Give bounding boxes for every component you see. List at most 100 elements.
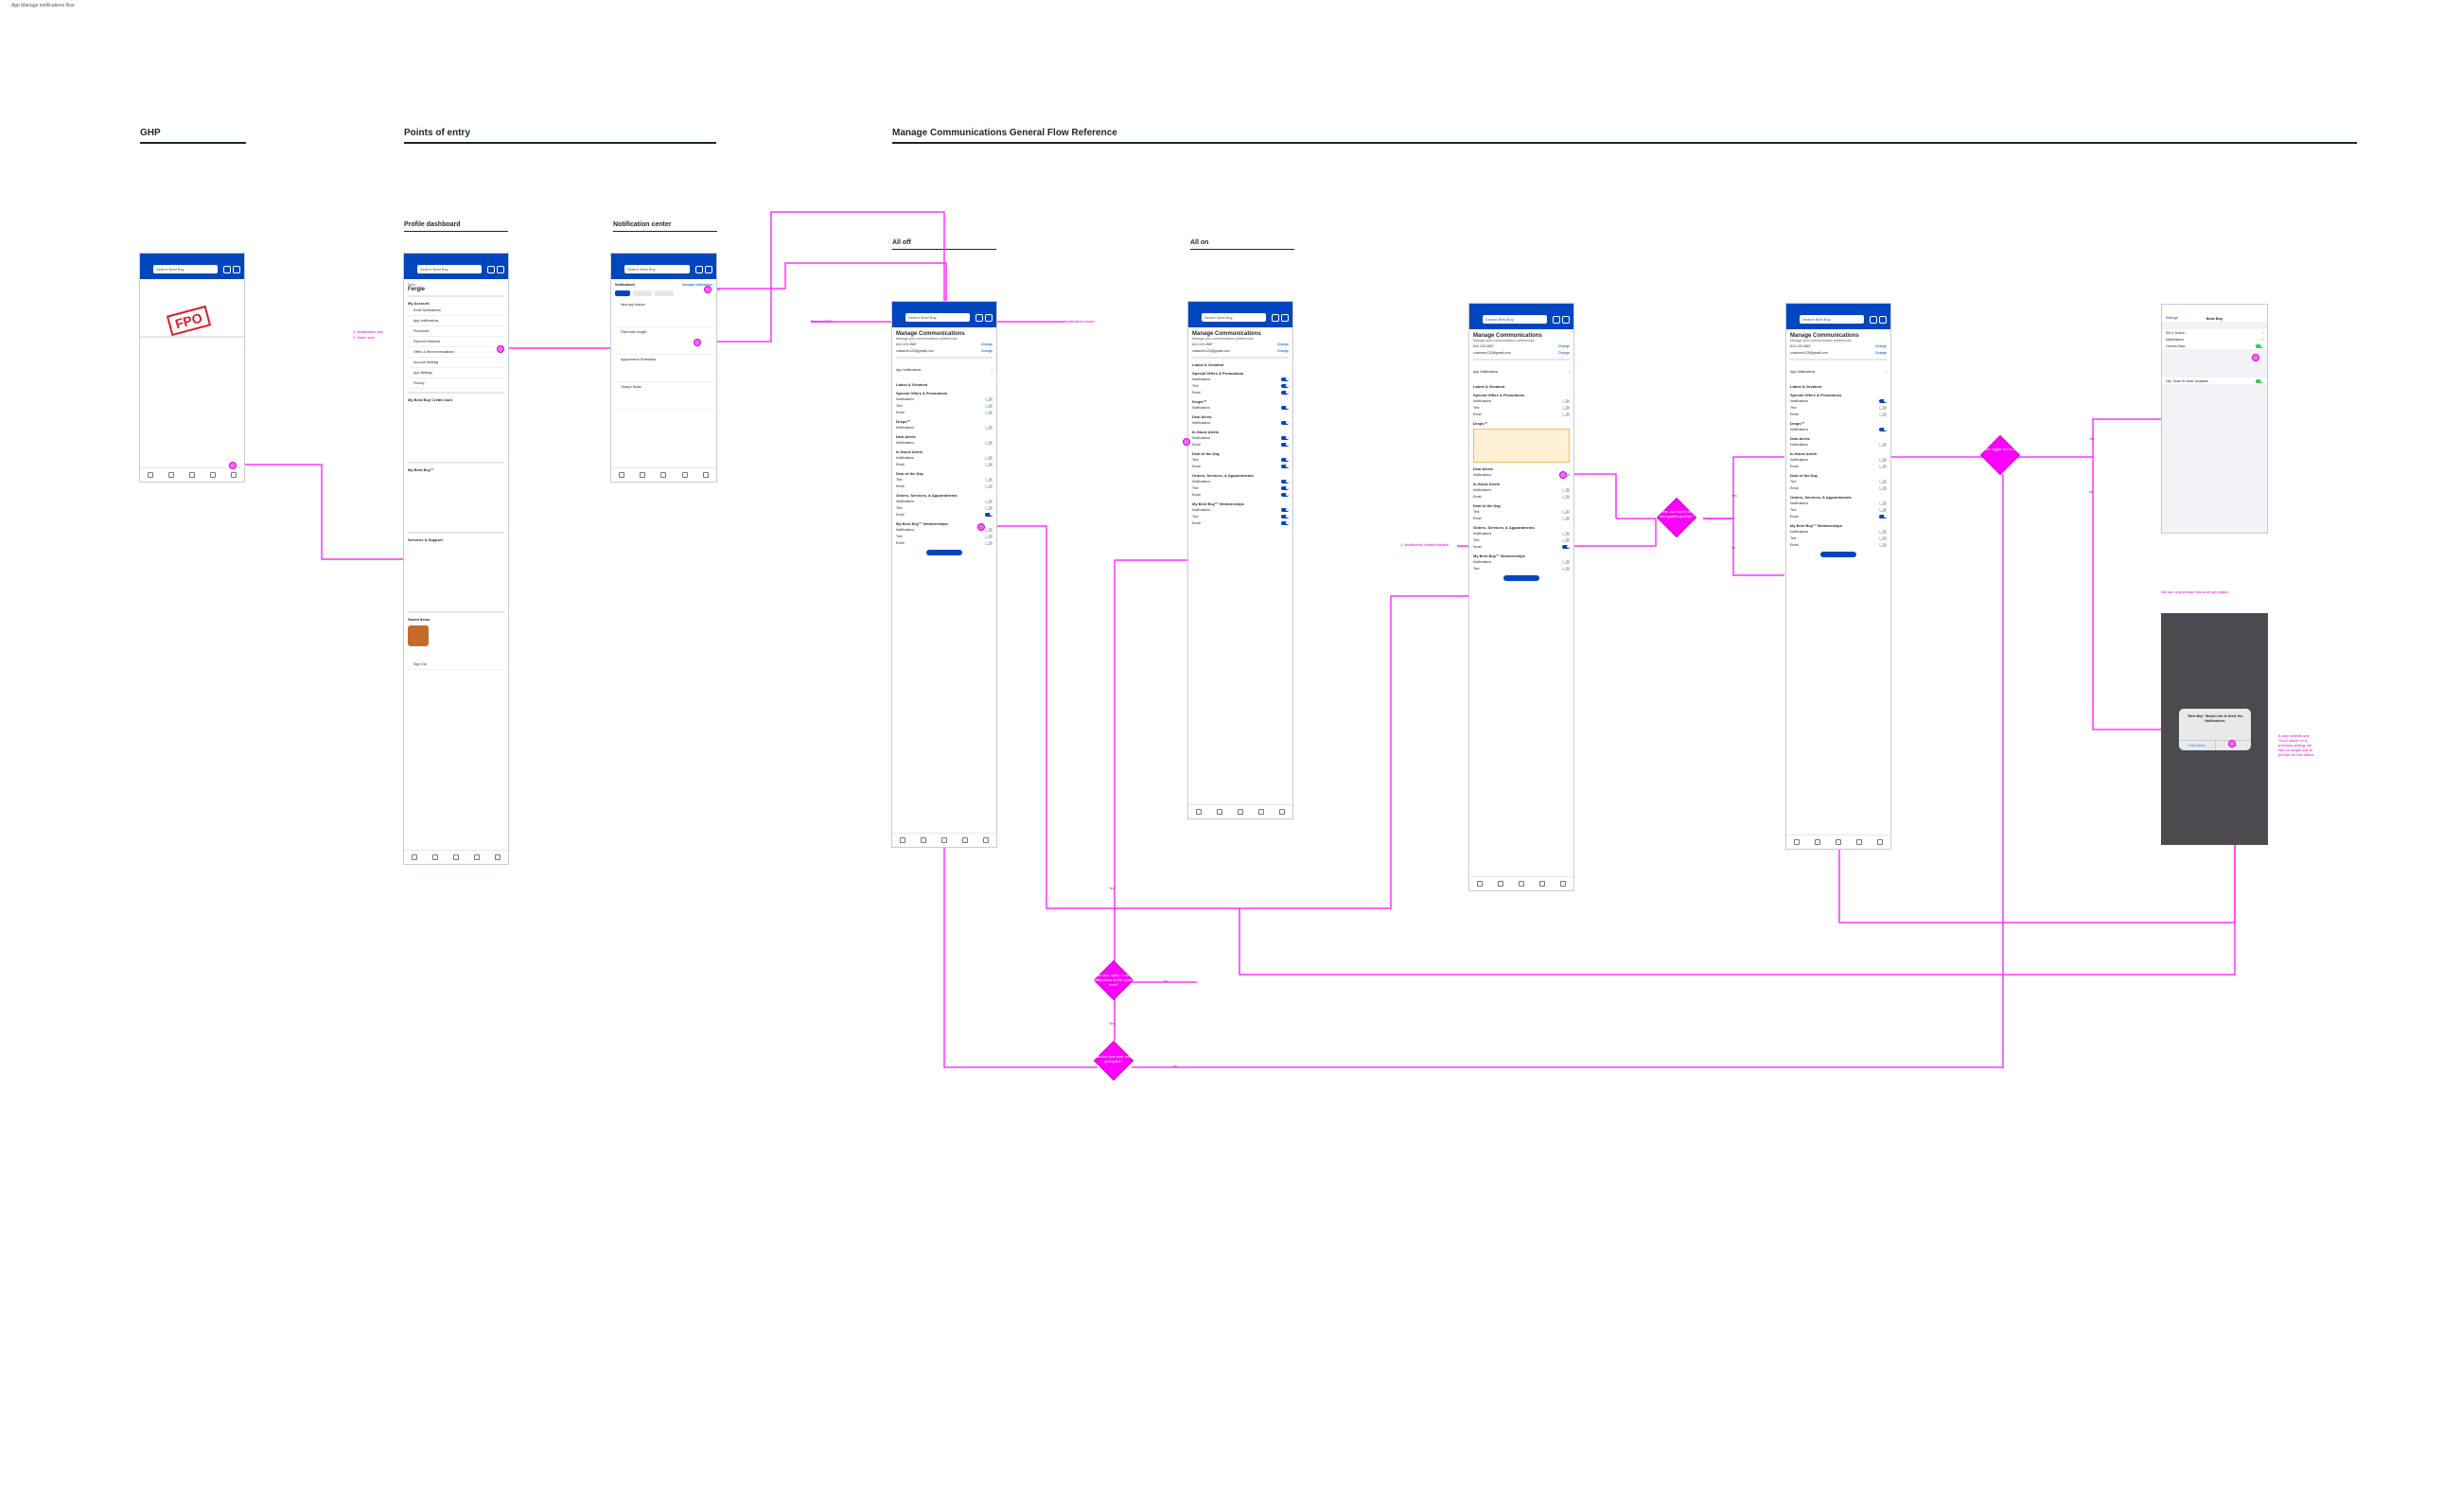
change-email-link[interactable]: Change: [1874, 350, 1887, 355]
cart-tab-icon[interactable]: [210, 472, 216, 478]
toggle[interactable]: [985, 462, 993, 466]
store-icon[interactable]: [705, 266, 712, 273]
stores-tab-icon[interactable]: [1498, 881, 1503, 887]
toggle[interactable]: [1879, 479, 1887, 483]
deals-tab-icon[interactable]: [941, 837, 947, 843]
tab-orders[interactable]: [655, 290, 674, 296]
store-icon[interactable]: [1562, 316, 1570, 324]
home-tab-icon[interactable]: [900, 837, 905, 843]
toggle[interactable]: [1281, 435, 1289, 440]
toggle[interactable]: [1281, 464, 1289, 468]
update-button[interactable]: [926, 550, 962, 555]
account-tab-icon[interactable]: [702, 472, 709, 478]
profile-row-4[interactable]: Payment Methods: [408, 337, 504, 347]
profile-row-3[interactable]: Purchases: [408, 326, 504, 337]
update-button[interactable]: [1503, 575, 1539, 581]
toggle[interactable]: [1879, 536, 1887, 540]
toggle[interactable]: [985, 425, 993, 430]
change-email-link[interactable]: Change: [1557, 350, 1570, 355]
stores-tab-icon[interactable]: [432, 854, 438, 860]
store-icon[interactable]: [985, 314, 993, 322]
toggle[interactable]: [1562, 531, 1570, 536]
profile-row-6[interactable]: Account Settings: [408, 358, 504, 368]
change-phone-link[interactable]: Change: [1276, 342, 1289, 346]
account-tab-icon[interactable]: [231, 472, 237, 478]
profile-row-8[interactable]: Privacy: [408, 378, 504, 389]
toggle[interactable]: [1281, 492, 1289, 497]
cart-tab-icon[interactable]: [1856, 839, 1862, 845]
store-icon[interactable]: [1281, 314, 1289, 322]
toggle[interactable]: [985, 440, 993, 445]
toggle[interactable]: [1879, 514, 1887, 519]
toggle[interactable]: [1281, 383, 1289, 388]
search-input[interactable]: Search Best Buy: [1202, 313, 1266, 322]
profile-sign-out[interactable]: Sign Out: [408, 659, 504, 670]
turn-on-link[interactable]: ›: [1568, 370, 1570, 374]
dont-allow-button[interactable]: Don't Allow: [2179, 741, 2216, 750]
saved-item-image[interactable]: [408, 625, 429, 646]
toggle[interactable]: [985, 403, 993, 408]
toggle[interactable]: [1879, 529, 1887, 534]
home-tab-icon[interactable]: [1477, 881, 1483, 887]
settings-row-2[interactable]: Cellular Data: [2166, 343, 2186, 348]
store-icon[interactable]: [1879, 316, 1887, 324]
deals-tab-icon[interactable]: [1519, 881, 1524, 887]
toggle[interactable]: [1281, 485, 1289, 490]
cart-tab-icon[interactable]: [962, 837, 968, 843]
tab-all[interactable]: [615, 290, 630, 296]
cart-icon[interactable]: [1272, 314, 1279, 322]
cart-icon[interactable]: [1553, 316, 1560, 324]
toggle[interactable]: [1281, 514, 1289, 519]
search-input[interactable]: Search Best Buy: [905, 313, 970, 322]
search-input[interactable]: Search Best Buy: [417, 265, 482, 273]
cart-icon[interactable]: [975, 314, 983, 322]
toggle[interactable]: [1281, 507, 1289, 512]
deals-tab-icon[interactable]: [189, 472, 195, 478]
home-tab-icon[interactable]: [619, 472, 625, 478]
settings-row-1[interactable]: Notifications: [2166, 337, 2185, 342]
touchid-toggle[interactable]: [2256, 378, 2263, 383]
search-input[interactable]: Search Best Buy: [153, 265, 218, 273]
toggle[interactable]: [985, 396, 993, 401]
change-email-link[interactable]: Change: [980, 348, 993, 353]
toggle[interactable]: [1281, 405, 1289, 410]
stores-tab-icon[interactable]: [921, 837, 926, 843]
turn-on-link[interactable]: ›: [1885, 370, 1887, 374]
deals-tab-icon[interactable]: [453, 854, 459, 860]
toggle[interactable]: [1879, 542, 1887, 547]
toggle[interactable]: [1562, 487, 1570, 492]
deals-tab-icon[interactable]: [660, 472, 667, 478]
cellular-toggle[interactable]: [2256, 343, 2263, 348]
store-icon[interactable]: [497, 266, 504, 273]
notif-item-0[interactable]: New app feature: [615, 300, 712, 327]
stores-tab-icon[interactable]: [1217, 809, 1222, 815]
toggle[interactable]: [1879, 405, 1887, 410]
toggle[interactable]: [1879, 485, 1887, 490]
cart-icon[interactable]: [1870, 316, 1877, 324]
toggle[interactable]: [1281, 520, 1289, 525]
change-phone-link[interactable]: Change: [980, 342, 993, 346]
store-icon[interactable]: [233, 266, 240, 273]
toggle[interactable]: [1562, 494, 1570, 499]
search-input[interactable]: Search Best Buy: [624, 265, 690, 273]
profile-row-2[interactable]: App Notifications: [408, 316, 504, 326]
toggle[interactable]: [1562, 412, 1570, 416]
toggle[interactable]: [1281, 457, 1289, 462]
toggle[interactable]: [1879, 507, 1887, 512]
notif-item-1[interactable]: Flash sale tonight: [615, 327, 712, 355]
account-tab-icon[interactable]: [1560, 881, 1566, 887]
toggle[interactable]: [1879, 457, 1887, 462]
account-tab-icon[interactable]: [495, 854, 501, 860]
toggle[interactable]: [1281, 377, 1289, 381]
toggle[interactable]: [1879, 412, 1887, 416]
toggle[interactable]: [1562, 516, 1570, 520]
profile-row-5[interactable]: Offers & Recommendations: [408, 347, 504, 358]
toggle[interactable]: [1562, 544, 1570, 549]
deals-tab-icon[interactable]: [1238, 809, 1243, 815]
home-tab-icon[interactable]: [1794, 839, 1800, 845]
toggle[interactable]: [985, 455, 993, 460]
cart-tab-icon[interactable]: [1258, 809, 1264, 815]
home-tab-icon[interactable]: [148, 472, 153, 478]
change-phone-link[interactable]: Change: [1874, 343, 1887, 348]
search-input[interactable]: Search Best Buy: [1483, 315, 1547, 324]
